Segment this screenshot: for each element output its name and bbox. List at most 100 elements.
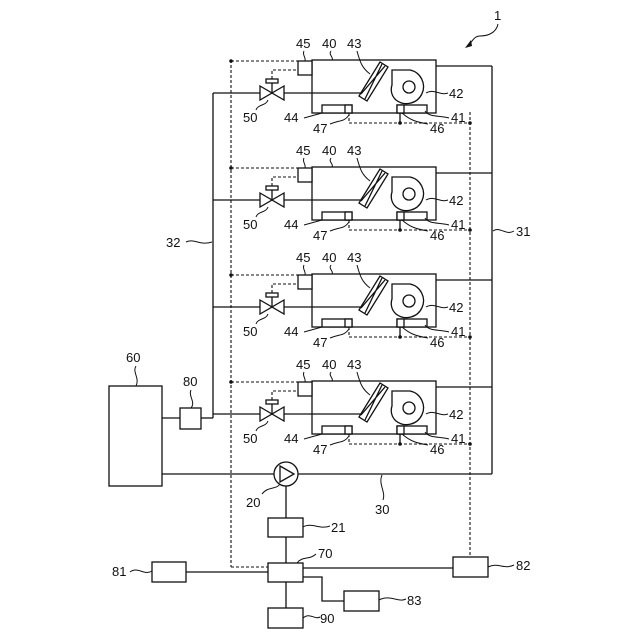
label-50: 50 — [243, 110, 257, 125]
junction-dot — [229, 166, 233, 170]
label-80: 80 — [183, 374, 197, 389]
label-41: 41 — [451, 324, 465, 339]
leader-50 — [256, 421, 268, 431]
sensor-45 — [298, 168, 312, 182]
leader-40 — [330, 51, 332, 60]
label-45: 45 — [296, 250, 310, 265]
label-30: 30 — [375, 502, 389, 517]
leader-60 — [135, 366, 137, 386]
junction-dot — [468, 442, 472, 446]
label-41: 41 — [451, 217, 465, 232]
arrow-head-ref-1 — [465, 40, 472, 48]
fan-hub — [403, 295, 415, 307]
leader-40 — [330, 158, 332, 167]
label-47: 47 — [313, 442, 327, 457]
leader-80 — [190, 390, 192, 408]
label-82: 82 — [516, 558, 530, 573]
junction-dot — [229, 273, 233, 277]
label-44: 44 — [284, 324, 298, 339]
leader-47 — [330, 222, 349, 231]
leader-46 — [402, 113, 428, 124]
junction-dot — [468, 335, 472, 339]
leader-50 — [256, 100, 268, 110]
label-45: 45 — [296, 357, 310, 372]
leader-45 — [303, 51, 305, 61]
fan-hub — [403, 402, 415, 414]
label-44: 44 — [284, 431, 298, 446]
label-45: 45 — [296, 36, 310, 51]
sensor-47 — [345, 212, 352, 220]
label-47: 47 — [313, 121, 327, 136]
junction-dot — [398, 335, 402, 339]
leader-44 — [304, 434, 322, 439]
label-40: 40 — [322, 143, 336, 158]
leader-44 — [304, 220, 322, 225]
label-44: 44 — [284, 217, 298, 232]
label-44: 44 — [284, 110, 298, 125]
label-40: 40 — [322, 357, 336, 372]
controller-70 — [268, 563, 303, 582]
junction-dot — [229, 380, 233, 384]
sensor-47 — [345, 105, 352, 113]
leader-31 — [493, 230, 514, 233]
leader-44 — [304, 113, 322, 118]
label-20: 20 — [246, 495, 260, 510]
label-60: 60 — [126, 350, 140, 365]
label-83: 83 — [407, 593, 421, 608]
label-42: 42 — [449, 86, 463, 101]
leader-32 — [186, 241, 212, 243]
indoor-unit: 40 45 43 42 50 44 47 46 41 — [213, 143, 492, 243]
junction-dot — [468, 121, 472, 125]
label-50: 50 — [243, 431, 257, 446]
leader-ref-1 — [468, 24, 498, 46]
label-32: 32 — [166, 235, 180, 250]
control-to-valve — [272, 284, 298, 293]
valve-actuator — [266, 186, 278, 190]
sensor-46 — [397, 426, 404, 434]
label-50: 50 — [243, 217, 257, 232]
leader-70 — [297, 554, 316, 563]
leader-81 — [130, 570, 152, 572]
input-device-81 — [152, 562, 186, 582]
label-43: 43 — [347, 36, 361, 51]
junction-dot — [398, 121, 402, 125]
indoor-unit: 404543425044474641 — [213, 36, 492, 136]
label-81: 81 — [112, 564, 126, 579]
leader-40 — [330, 372, 332, 381]
label-46: 46 — [430, 442, 444, 457]
indoor-unit: 404543425044474641 — [213, 250, 492, 350]
label-41: 41 — [451, 431, 465, 446]
meter-80 — [180, 408, 201, 429]
label-47: 47 — [313, 335, 327, 350]
label-42: 42 — [449, 407, 463, 422]
sensor-45 — [298, 275, 312, 289]
label-46: 46 — [430, 121, 444, 136]
leader-47 — [330, 436, 349, 445]
leader-45 — [303, 158, 305, 168]
label-43: 43 — [347, 143, 361, 158]
heat-source-60 — [109, 386, 162, 486]
label-46: 46 — [430, 228, 444, 243]
label-ref-1: 1 — [494, 8, 501, 23]
device-83 — [344, 591, 379, 611]
label-47: 47 — [313, 228, 327, 243]
indoor-unit: 404543425044474641 — [213, 357, 492, 457]
leader-47 — [330, 115, 349, 124]
label-70: 70 — [318, 546, 332, 561]
sensor-45 — [298, 61, 312, 75]
link-controller-83 — [303, 577, 344, 601]
label-46: 46 — [430, 335, 444, 350]
label-45: 45 — [296, 143, 310, 158]
label-42: 42 — [449, 300, 463, 315]
leader-90 — [303, 616, 320, 618]
leader-50 — [256, 207, 268, 217]
label-90: 90 — [320, 611, 334, 626]
sensor-46 — [397, 105, 404, 113]
label-31: 31 — [516, 224, 530, 239]
leader-21 — [303, 525, 330, 527]
label-42: 42 — [449, 193, 463, 208]
label-41: 41 — [451, 110, 465, 125]
leader-20 — [262, 484, 280, 494]
leader-47 — [330, 329, 349, 338]
